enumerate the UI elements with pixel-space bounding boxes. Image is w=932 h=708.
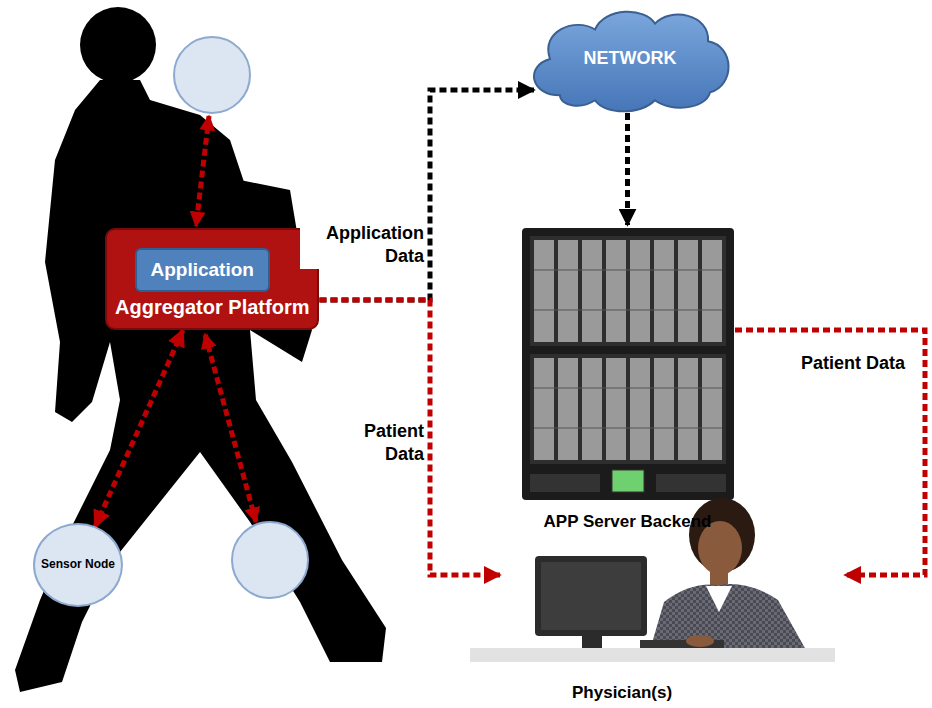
server-node: APP Server Backend <box>520 225 735 532</box>
dotted-connector <box>319 300 500 575</box>
edge-label: Patient Data <box>795 352 911 375</box>
node-label: Application <box>151 260 254 281</box>
sensor-node-circle: Sensor Node <box>33 523 123 607</box>
aggregator-box: Aggregator Platform Application <box>105 228 319 330</box>
dotted-connector <box>735 330 925 575</box>
application-box: Application <box>135 248 270 292</box>
sensor-circle <box>232 522 308 598</box>
node-label: NETWORK <box>584 49 677 69</box>
node-label: APP Server Backend <box>544 512 712 532</box>
dotted-connector <box>625 113 630 225</box>
node-label: Sensor Node <box>41 558 115 572</box>
sensor-link <box>205 334 256 522</box>
node-label: Aggregator Platform <box>115 296 309 318</box>
dotted-connector <box>95 330 183 527</box>
physician-node: Physician(s) <box>500 485 845 703</box>
network-cloud: NETWORK <box>520 2 740 115</box>
sensor-circle <box>174 37 250 113</box>
physician-figure <box>470 498 835 662</box>
sensor-link <box>196 116 209 226</box>
edge-label: Patient Data <box>328 420 426 467</box>
node-label: Physician(s) <box>572 683 672 703</box>
edge-label: Application Data <box>300 222 426 269</box>
person-silhouette <box>15 7 386 692</box>
server-rack <box>522 228 734 500</box>
